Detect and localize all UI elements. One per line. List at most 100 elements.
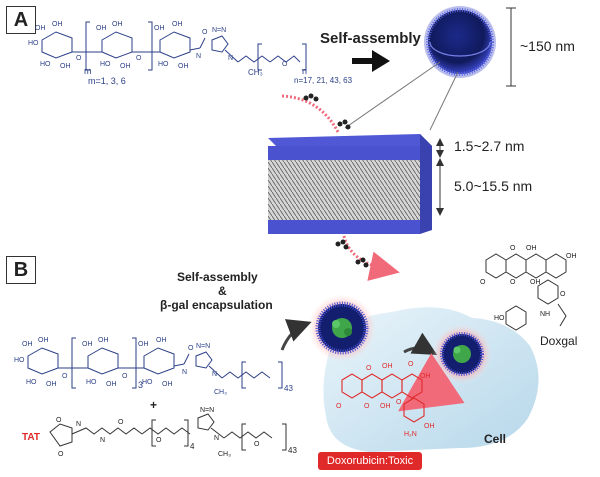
svg-text:O: O — [560, 291, 566, 298]
cell-label: Cell — [484, 432, 507, 446]
svg-text:OH: OH — [82, 341, 93, 348]
svg-text:HO: HO — [40, 61, 51, 68]
svg-text:OH: OH — [38, 337, 49, 344]
release-arrow-b — [398, 353, 465, 412]
diffusion-path-bottom — [335, 235, 400, 281]
membrane-bilayer — [268, 134, 432, 234]
svg-text:HO: HO — [158, 61, 169, 68]
svg-text:O: O — [408, 361, 414, 368]
svg-text:OH: OH — [380, 403, 391, 410]
svg-text:HO: HO — [494, 315, 505, 322]
tat-label: TAT — [22, 432, 40, 443]
panel-label-b: B — [6, 256, 36, 284]
svg-text:HO: HO — [14, 357, 25, 364]
svg-text:OH: OH — [424, 423, 435, 430]
svg-text:N: N — [76, 421, 81, 428]
svg-text:OH: OH — [138, 341, 149, 348]
svg-text:H₂N: H₂N — [404, 431, 417, 438]
svg-text:O: O — [510, 279, 516, 286]
svg-text:OH: OH — [382, 363, 393, 370]
svg-text:HO: HO — [100, 61, 111, 68]
svg-text:N: N — [182, 369, 187, 376]
n-values-label: n=17, 21, 43, 63 — [294, 76, 353, 85]
svg-text:OH: OH — [162, 381, 173, 388]
svg-text:N: N — [100, 437, 105, 444]
svg-text:OH: OH — [172, 21, 183, 28]
chem-labels-b: OH OH HO HO OH OH OH O HO OH OH OH O HO … — [14, 337, 227, 396]
tat-labels: O O N N O O N=N N CH₃ O — [56, 407, 260, 458]
entry-arrow-b — [280, 319, 438, 355]
svg-text:O: O — [510, 245, 516, 252]
svg-text:O: O — [58, 451, 64, 458]
svg-text:OH: OH — [46, 381, 57, 388]
svg-text:NH: NH — [540, 311, 550, 318]
svg-text:O: O — [62, 373, 68, 380]
svg-text:OH: OH — [96, 25, 107, 32]
svg-text:O: O — [56, 417, 62, 424]
zoom-lines — [344, 61, 459, 131]
svg-text:OH: OH — [35, 25, 46, 32]
repeat-m-label: m — [84, 66, 92, 76]
self-assembly-label-b: Self-assembly — [177, 270, 258, 284]
svg-text:N=N: N=N — [196, 343, 210, 350]
repeat-n-label: n — [302, 66, 308, 76]
svg-text:HO: HO — [26, 379, 37, 386]
svg-text:O: O — [156, 437, 162, 444]
panel-label-a: A — [6, 6, 36, 34]
diffusion-path-top — [281, 93, 351, 133]
svg-text:O: O — [254, 441, 260, 448]
vesicle-outside — [308, 294, 376, 362]
svg-text:CH₃: CH₃ — [218, 451, 231, 458]
self-assembly-arrow-a — [352, 50, 390, 72]
m-values-label: m=1, 3, 6 — [88, 76, 126, 86]
svg-text:OH: OH — [530, 279, 541, 286]
vesicle-size-label: ~150 nm — [520, 38, 575, 54]
oligosaccharide-structure-a — [41, 21, 307, 71]
svg-text:OH: OH — [120, 63, 131, 70]
svg-text:OH: OH — [526, 245, 537, 252]
svg-text:OH: OH — [98, 337, 109, 344]
svg-text:O: O — [188, 345, 194, 352]
vesicle-inside — [432, 324, 492, 384]
repeat-43-label-a: 43 — [284, 384, 293, 393]
svg-text:CH₃: CH₃ — [214, 389, 227, 396]
svg-text:OH: OH — [178, 63, 189, 70]
doxorubicin-structure — [341, 373, 425, 423]
svg-text:O: O — [118, 419, 124, 426]
svg-text:O: O — [202, 29, 208, 36]
svg-text:O: O — [76, 55, 82, 62]
doxgal-labels: O OH OH O O OH O HO NH — [480, 245, 577, 322]
svg-text:OH: OH — [22, 341, 33, 348]
svg-text:O: O — [336, 403, 342, 410]
svg-text:O: O — [282, 61, 288, 68]
svg-text:N=N: N=N — [200, 407, 214, 414]
inner-thickness-label: 5.0~15.5 nm — [454, 178, 533, 194]
repeat-3-label: 3 — [138, 380, 144, 390]
svg-text:O: O — [396, 399, 402, 406]
svg-text:HO: HO — [142, 379, 153, 386]
chem-labels-a: OH OH HO HO OH OH OH O HO OH OH OH O HO … — [28, 21, 288, 70]
svg-text:OH: OH — [566, 253, 577, 260]
doxorubicin-toxic-badge: Doxorubicin:Toxic — [318, 452, 422, 470]
svg-text:OH: OH — [60, 63, 71, 70]
svg-text:HO: HO — [28, 40, 39, 47]
svg-text:O: O — [366, 365, 372, 372]
oligosaccharide-structure-b — [27, 337, 283, 389]
vesicle-a — [424, 6, 496, 78]
svg-text:OH: OH — [154, 25, 165, 32]
repeat-43-label-b: 43 — [288, 446, 297, 455]
ch3-label: CH₃ — [248, 68, 263, 77]
svg-text:OH: OH — [106, 381, 117, 388]
svg-text:OH: OH — [420, 373, 431, 380]
encapsulation-label: β-gal encapsulation — [160, 298, 273, 312]
doxorubicin-labels: O OH O OH O O OH O H₂N OH — [336, 361, 435, 438]
doxgal-structure — [485, 253, 567, 331]
svg-text:O: O — [364, 403, 370, 410]
tat-structure — [49, 413, 287, 451]
ampersand-label: & — [218, 284, 227, 298]
svg-text:N: N — [214, 435, 219, 442]
svg-text:O: O — [136, 55, 142, 62]
self-assembly-label-a: Self-assembly — [320, 30, 421, 47]
svg-text:OH: OH — [112, 21, 123, 28]
